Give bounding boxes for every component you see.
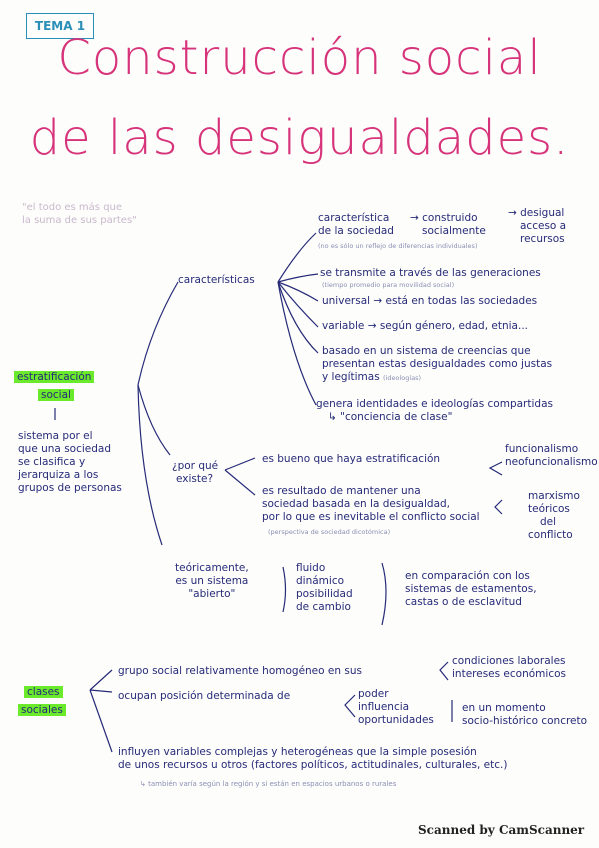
- caracteristica-item: basado en un sistema de creencias que pr…: [322, 345, 553, 383]
- theories-a: funcionalismo neofuncionalismo: [505, 443, 598, 468]
- por-que-b: es resultado de mantener una sociedad ba…: [262, 485, 480, 523]
- por-que-label: ¿por qué existe?: [172, 460, 219, 485]
- clases-label: clases: [24, 686, 63, 699]
- clases-line2-right: en un momento socio-histórico concreto: [462, 702, 588, 727]
- clases-label-2: sociales: [18, 704, 66, 717]
- caracteristica-item: genera identidades e ideologías comparti…: [316, 398, 553, 423]
- theories-b: marxismo teóricos del conflicto: [528, 490, 580, 541]
- clases-line2-list: poder influencia oportunidades: [358, 688, 434, 726]
- teoricamente-traits: fluido dinámico posibilidad de cambio: [296, 562, 353, 613]
- desigual-text: → desigual acceso a recursos: [508, 207, 567, 245]
- construido-text: → construido socialmente: [410, 212, 486, 237]
- caracteristicas-label: características: [178, 274, 255, 286]
- definition-text: sistema por el que una sociedad se clasi…: [18, 430, 122, 494]
- por-que-a: es bueno que haya estratificación: [262, 453, 441, 465]
- clases-line1-right: condiciones laborales intereses económic…: [452, 655, 566, 680]
- quote-line: la suma de sus partes": [22, 215, 137, 226]
- por-que-b-note: (perspectiva de sociedad dicotómica): [268, 528, 391, 536]
- scanner-watermark: Scanned by CamScanner: [418, 823, 585, 837]
- clases-line3-note: ↳ también varía según la región y si est…: [140, 780, 397, 788]
- caracteristica-note: (tiempo promedio para movilidad social): [322, 281, 455, 289]
- clases-line1: grupo social relativamente homogéneo en …: [118, 665, 362, 677]
- page-title: Construcción social: [57, 30, 542, 86]
- caracteristica-note: (no es sólo un reflejo de diferencias in…: [318, 242, 478, 250]
- teoricamente-comparison: en comparación con los sistemas de estam…: [405, 570, 537, 608]
- topic-label: TEMA 1: [26, 13, 94, 39]
- page-title-line2: de las desigualdades.: [29, 110, 570, 166]
- teoricamente-label: teóricamente, es un sistema "abierto": [175, 562, 249, 600]
- caracteristica-item: se transmite a través de las generacione…: [320, 267, 541, 279]
- quote-line: "el todo es más que: [22, 202, 123, 213]
- caracteristica-item: universal → está en todas las sociedades: [322, 295, 538, 307]
- clases-line2: ocupan posición determinada de: [118, 690, 291, 702]
- caracteristica-item: variable → según género, edad, etnia...: [322, 320, 528, 332]
- caracteristica-item: característica de la sociedad: [318, 212, 394, 237]
- clases-line3: influyen variables complejas y heterogén…: [118, 746, 508, 771]
- estratificacion-label: estratificación: [14, 371, 95, 384]
- estratificacion-label-2: social: [38, 389, 74, 402]
